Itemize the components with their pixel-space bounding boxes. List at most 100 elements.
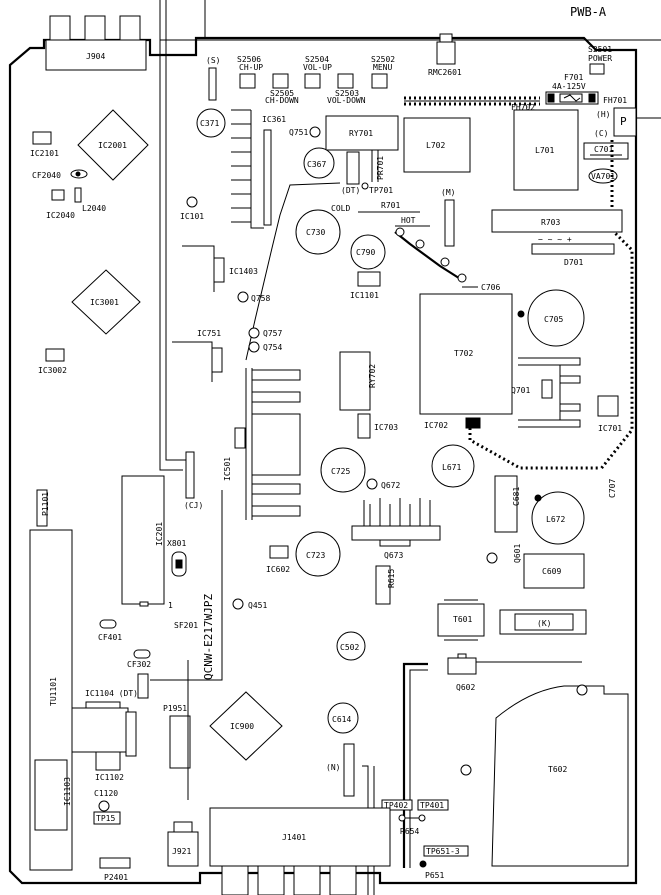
label-C1120: C1120 — [94, 789, 118, 798]
label-Q701: Q701 — [511, 386, 530, 395]
label-J1401: J1401 — [282, 833, 306, 842]
ic361-package: IC361 — [231, 109, 286, 229]
connector-P1951 — [169, 715, 191, 769]
cap-C502 — [336, 631, 366, 661]
label-IC2001: IC2001 — [98, 141, 127, 150]
pr701-body: PR701 — [371, 150, 385, 182]
tp651-3-pad — [423, 845, 469, 857]
label-FH701: FH701 — [603, 96, 627, 105]
label-Q451: Q451 — [248, 601, 267, 610]
switch-S2503: S2503 VOL-DOWN — [327, 73, 366, 105]
wire-lead-2 — [165, 40, 189, 461]
trace-right — [598, 140, 634, 471]
ic900-package: IC900 — [209, 691, 283, 761]
label-S2501-fn: POWER — [588, 54, 612, 63]
wire-cold-left — [245, 182, 341, 361]
label-IC1403: IC1403 — [229, 267, 258, 276]
label-F701: F701 — [564, 73, 583, 82]
label-HOT: HOT — [401, 216, 416, 225]
label-P2401: P2401 — [104, 873, 128, 882]
label-IC101: IC101 — [180, 212, 204, 221]
cf302-connector — [137, 673, 149, 699]
cf302-body — [133, 649, 151, 659]
label-H: (H) — [596, 110, 610, 119]
transformer-T702 — [419, 293, 513, 415]
label-K: (K) — [537, 619, 551, 628]
hot-trace — [394, 231, 463, 281]
connector-CJ — [185, 451, 195, 499]
transistor-Q751 — [309, 126, 321, 138]
label-C723: C723 — [306, 551, 325, 560]
switch-S2506: S2506 CH-UP — [237, 55, 263, 89]
heatsink-q602-inner — [409, 669, 428, 868]
cap-C701: C701 — [583, 142, 629, 160]
ic201-package: IC201 1 — [121, 475, 173, 610]
ic751-package: IC751 — [172, 329, 223, 382]
l2040-body — [74, 187, 82, 203]
label-TP701: TP701 — [369, 186, 393, 195]
test-points-tp402-tp401: TP402 TP401 R654 — [381, 799, 449, 836]
bridge-D701: − ~ ~ + D701 — [531, 235, 615, 267]
label-L2040: L2040 — [82, 204, 106, 213]
relay-RY701: RY701 — [325, 115, 399, 151]
hot-pad-1 — [395, 227, 405, 237]
transformer-T602: T602 — [460, 684, 629, 867]
label-S2502-fn: MENU — [373, 63, 392, 72]
connector-J1401: J1401 — [209, 807, 391, 895]
label-R703: R703 — [541, 218, 560, 227]
label-T601: T601 — [453, 615, 472, 624]
c705-pin — [517, 310, 525, 318]
connector-N — [343, 743, 355, 797]
ic1403-package: IC1403 — [182, 245, 258, 292]
label-C: (C) — [594, 129, 608, 138]
label-C707: C707 — [608, 479, 617, 498]
coil-L701 — [513, 109, 579, 191]
cap-C1120 — [98, 800, 110, 812]
label-F701-rating: 4A-125V — [552, 82, 586, 91]
label-Q758: Q758 — [251, 294, 270, 303]
transistor-Q602: Q602 — [447, 653, 477, 692]
part-dt1 — [346, 151, 360, 185]
label-Q757: Q757 — [263, 329, 282, 338]
label-IC702: IC702 — [424, 421, 448, 430]
transistor-Q754 — [248, 341, 260, 353]
connector-P: P — [613, 107, 661, 137]
label-C701: C701 — [594, 145, 613, 154]
tp701-pad — [361, 182, 369, 190]
label-X801: X801 — [167, 539, 186, 548]
transistor-Q601 — [486, 552, 498, 564]
label-C371: C371 — [200, 119, 219, 128]
cap-C681 — [494, 475, 518, 533]
hot-pad-2 — [415, 239, 425, 249]
connector-J921: J921 — [167, 821, 199, 867]
label-CJ: (CJ) — [184, 501, 203, 510]
ic501-heatsink: IC501 — [223, 368, 301, 520]
board-title: PWB-A — [570, 5, 607, 19]
label-IC1101: IC1101 — [350, 291, 379, 300]
coil-L672 — [531, 491, 585, 545]
label-S2505-fn: CH-DOWN — [265, 96, 299, 105]
rmc2601-receiver: RMC2601 — [428, 33, 462, 77]
ic2101-body — [32, 131, 52, 145]
label-DT1: (DT) — [341, 186, 360, 195]
label-C609: C609 — [542, 567, 561, 576]
label-C502: C502 — [340, 643, 359, 652]
connector-P1101 — [36, 489, 48, 527]
board-outline — [8, 0, 638, 885]
label-T702: T702 — [454, 349, 473, 358]
label-S2504: S2504 — [305, 55, 329, 64]
label-S2503-fn: VOL-DOWN — [327, 96, 366, 105]
ic1101-body — [357, 271, 381, 287]
transistor-Q451 — [232, 598, 244, 610]
label-P: P — [620, 115, 627, 128]
label-C367: C367 — [307, 160, 326, 169]
coil-L702 — [403, 117, 471, 173]
label-P1951: P1951 — [163, 704, 187, 713]
label-IC2101: IC2101 — [30, 149, 59, 158]
label-C705: C705 — [544, 315, 563, 324]
label-pin1: 1 — [168, 601, 173, 610]
label-IC900: IC900 — [230, 722, 254, 731]
switch-S2504: S2504 VOL-UP — [303, 55, 332, 89]
cap-C371 — [196, 108, 226, 138]
